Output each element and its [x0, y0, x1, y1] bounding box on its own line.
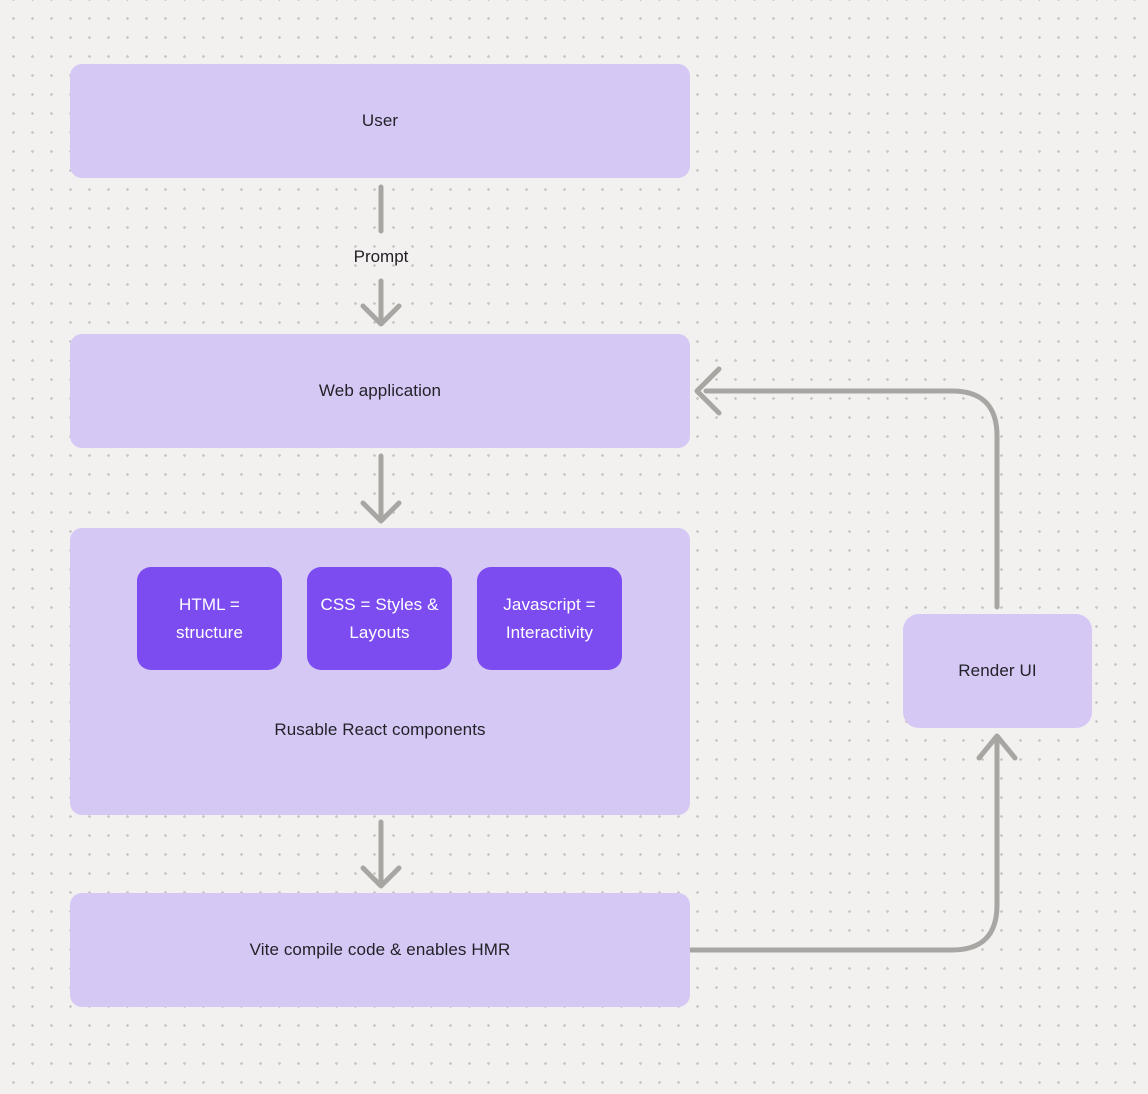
- edge-vite-to-render: [687, 739, 1000, 953]
- edge-label-prompt: Prompt: [353, 247, 409, 266]
- node-web-application[interactable]: Web application: [70, 334, 690, 448]
- node-components-group[interactable]: HTML = structure CSS = Styles & Layouts …: [70, 528, 690, 815]
- chip-html-label: HTML = structure: [175, 594, 244, 642]
- arrowhead-down-components-to-vite: [360, 865, 402, 889]
- chip-html[interactable]: HTML = structure: [137, 567, 282, 670]
- node-render-ui-label: Render UI: [958, 661, 1037, 680]
- node-vite-label: Vite compile code & enables HMR: [249, 940, 511, 959]
- chip-javascript[interactable]: Javascript = Interactivity: [477, 567, 622, 670]
- components-group-caption: Rusable React components: [274, 720, 486, 739]
- arrowhead-down-web-to-components: [360, 500, 402, 524]
- node-vite[interactable]: Vite compile code & enables HMR: [70, 893, 690, 1007]
- chip-css[interactable]: CSS = Styles & Layouts: [307, 567, 452, 670]
- chip-javascript-label: Javascript = Interactivity: [503, 594, 596, 642]
- arrowhead-down-user-to-web: [360, 303, 402, 327]
- arrowhead-up-vite-to-render: [976, 733, 1018, 761]
- arrowhead-left-render-to-web: [694, 366, 722, 416]
- node-user-label: User: [361, 111, 399, 130]
- node-render-ui[interactable]: Render UI: [903, 614, 1092, 728]
- node-user[interactable]: User: [70, 64, 690, 178]
- node-web-application-label: Web application: [318, 381, 442, 400]
- chip-css-label: CSS = Styles & Layouts: [320, 594, 439, 642]
- edge-render-to-web: [703, 388, 1000, 610]
